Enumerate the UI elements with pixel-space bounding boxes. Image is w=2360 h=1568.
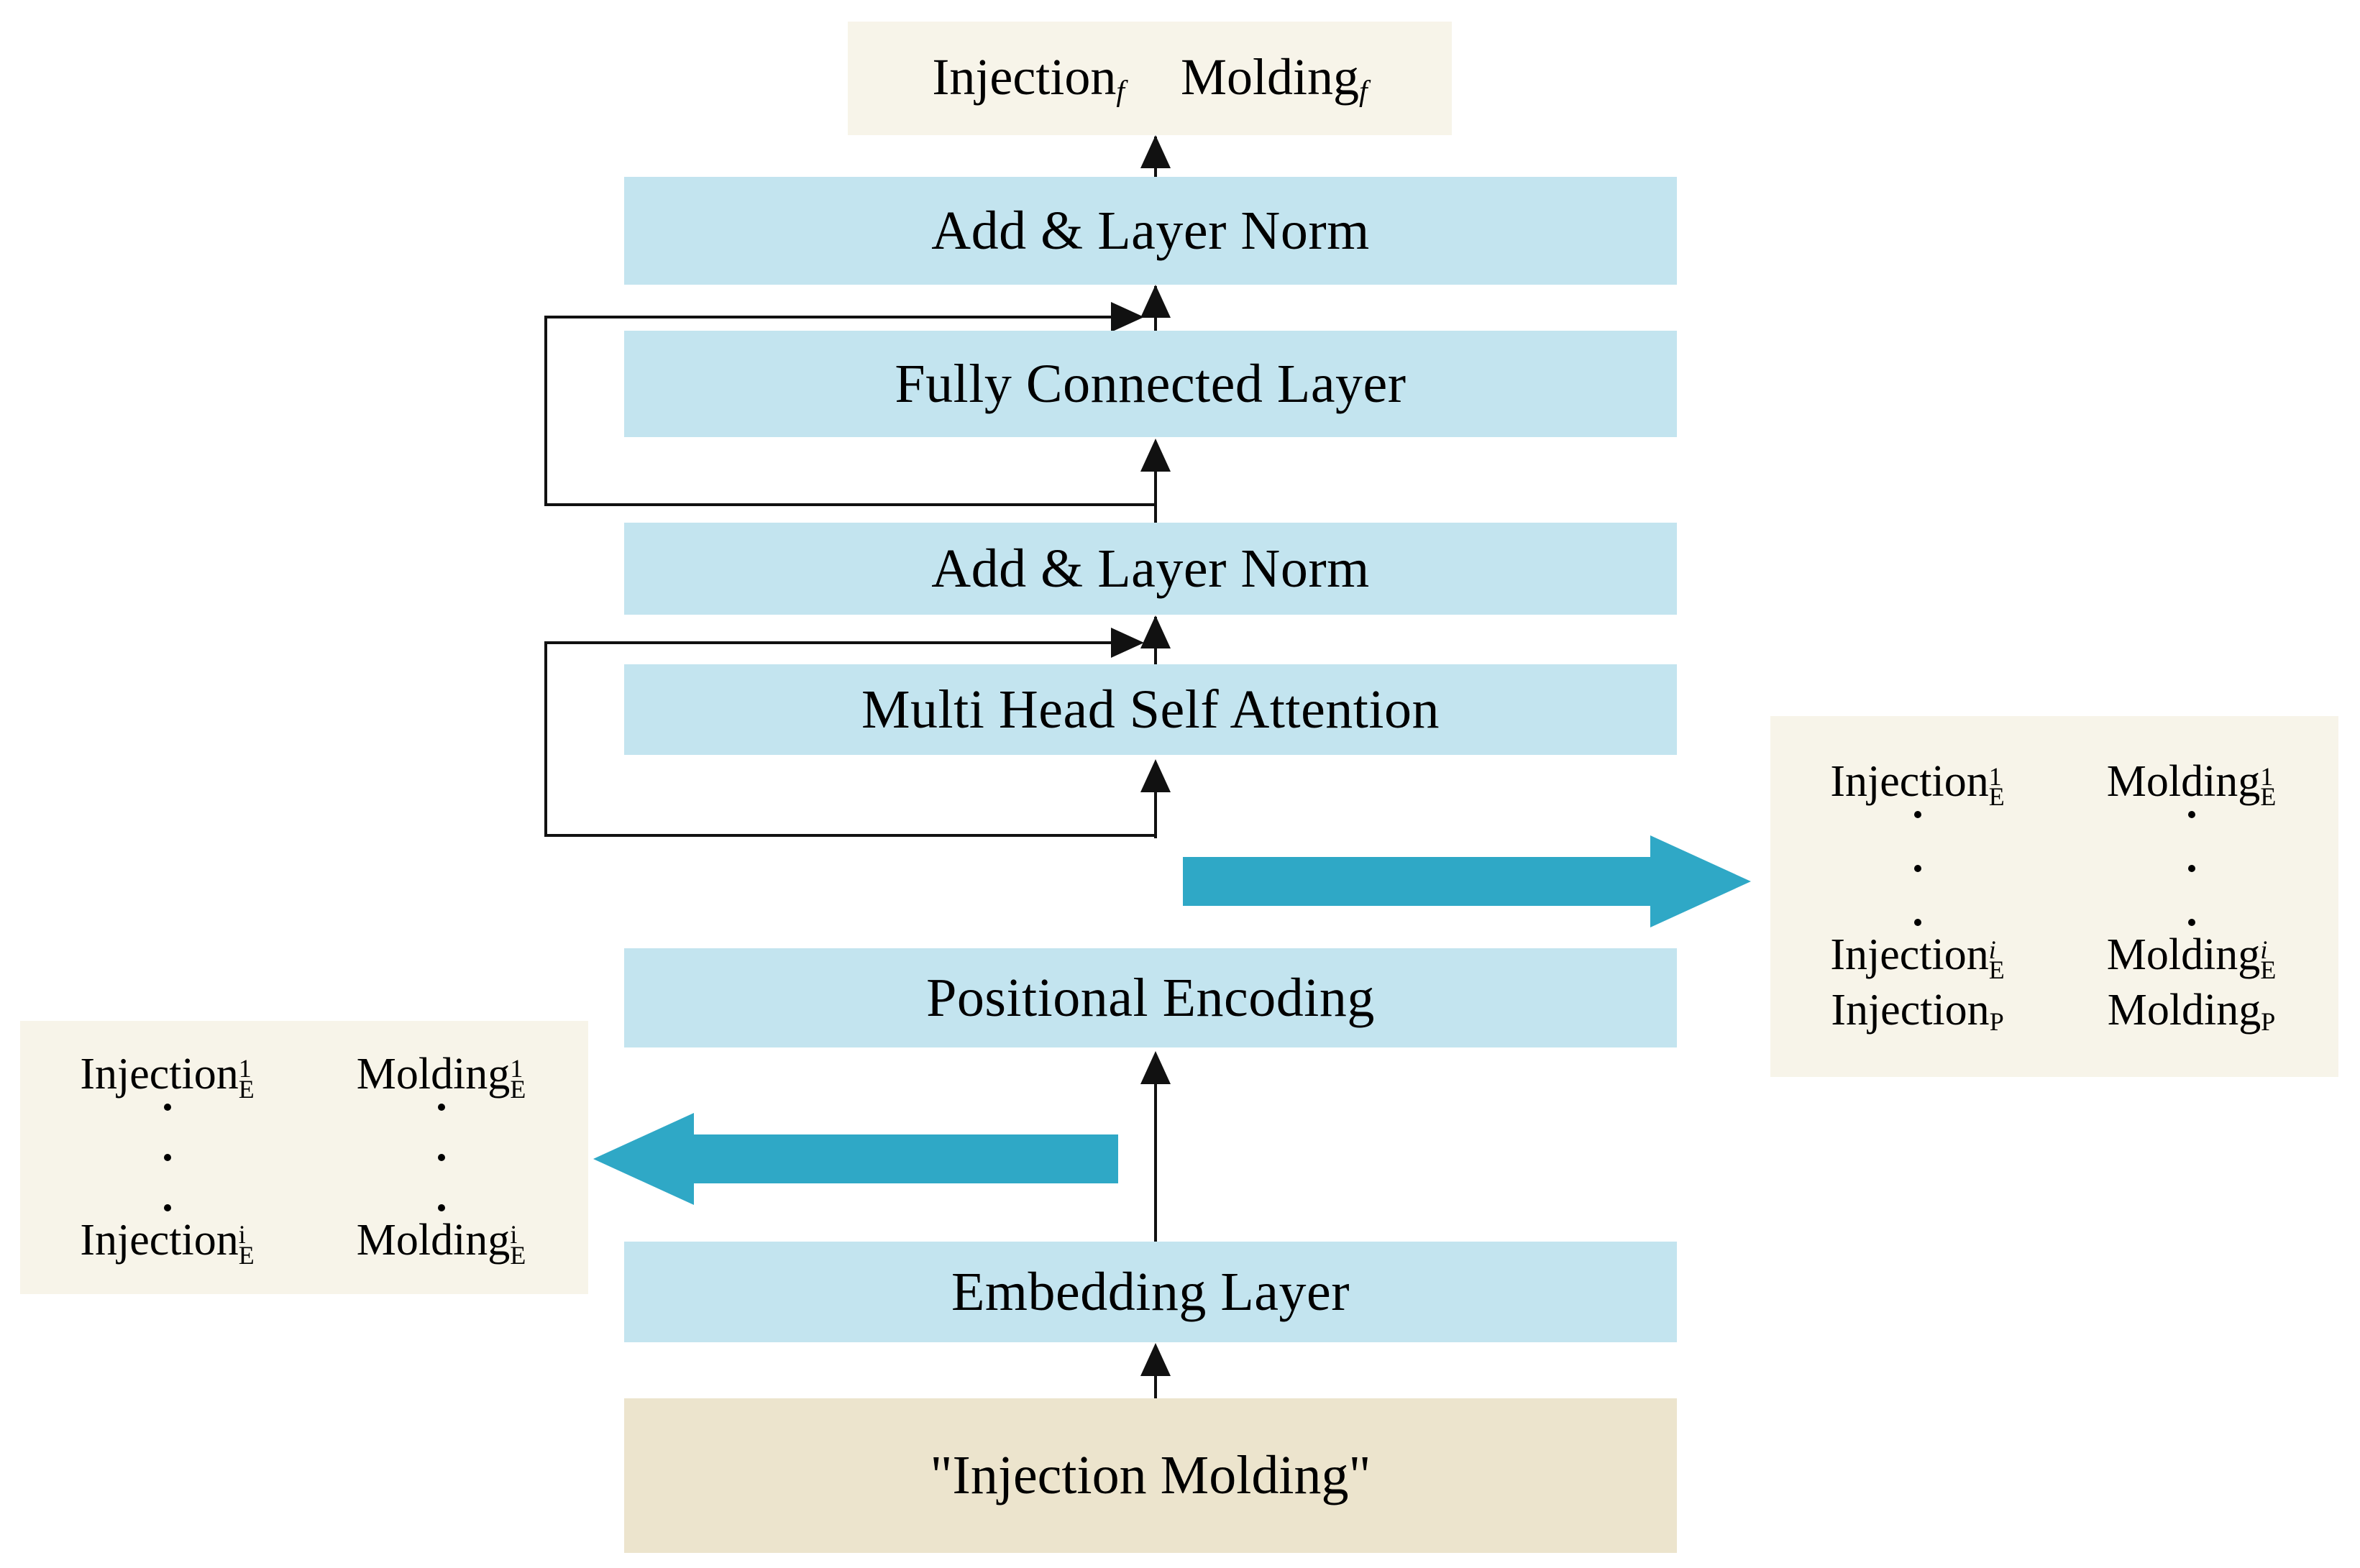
superscript: i bbox=[238, 1220, 246, 1250]
output-token-injection-subscript: f bbox=[1116, 75, 1125, 109]
ellipsis-dot bbox=[2187, 811, 2195, 819]
connector-input-to-embedding bbox=[1154, 1375, 1157, 1407]
arrow-posenc-to-attention-head bbox=[1140, 759, 1171, 792]
ellipsis-dot bbox=[2187, 865, 2195, 873]
subscript: E bbox=[510, 1241, 526, 1270]
arrow-residual-attention-head bbox=[1111, 628, 1144, 658]
layer-embedding[interactable]: Embedding Layer bbox=[624, 1242, 1677, 1342]
connector-addnorm-to-fc bbox=[1154, 503, 1157, 525]
connector-addnorm-to-fc-upper bbox=[1154, 471, 1157, 507]
subscript: E bbox=[238, 1075, 255, 1104]
ellipsis-dot bbox=[2187, 919, 2195, 927]
layer-add-layer-norm-top[interactable]: Add & Layer Norm bbox=[624, 177, 1677, 285]
subscript: E bbox=[2260, 955, 2277, 985]
teal-arrow-right bbox=[1183, 835, 1751, 927]
superscript: i bbox=[2260, 935, 2268, 964]
layer-fully-connected[interactable]: Fully Connected Layer bbox=[624, 331, 1677, 437]
arrow-input-to-embedding-head bbox=[1140, 1343, 1171, 1376]
output-token-box: Injectionf Moldingf bbox=[848, 22, 1452, 135]
input-text-box[interactable]: "Injection Molding" bbox=[624, 1398, 1677, 1553]
superscript: 1 bbox=[238, 1054, 252, 1083]
residual-attention-left-segment bbox=[544, 641, 547, 837]
ellipsis-dot bbox=[1913, 865, 1921, 873]
arrow-addnorm-to-output-head bbox=[1140, 135, 1171, 168]
layer-add-layer-norm-bottom[interactable]: Add & Layer Norm bbox=[624, 523, 1677, 615]
residual-attention-top-segment bbox=[544, 641, 1112, 644]
residual-fc-bottom-segment bbox=[544, 503, 1154, 506]
subscript: P bbox=[1989, 1007, 2004, 1036]
output-token-injection: Injectionf bbox=[932, 48, 1125, 109]
arrow-addnorm-to-fc-head bbox=[1140, 439, 1171, 472]
arrow-embedding-to-posenc-head bbox=[1140, 1051, 1171, 1084]
output-token-molding-subscript: f bbox=[1358, 75, 1368, 109]
positional-cell: MoldingP bbox=[2107, 986, 2276, 1036]
ellipsis-dot bbox=[163, 1104, 171, 1111]
arrow-attention-to-addnorm-head bbox=[1140, 615, 1171, 648]
superscript: 1 bbox=[2260, 761, 2274, 791]
subscript: E bbox=[510, 1075, 526, 1104]
ellipsis-dot bbox=[1913, 811, 1921, 819]
panel-row: InjectionP MoldingP bbox=[1780, 985, 2328, 1037]
vertical-ellipsis bbox=[1780, 797, 2054, 940]
residual-fc-left-segment bbox=[544, 316, 547, 506]
subscript: E bbox=[1988, 955, 2005, 985]
subscript: E bbox=[238, 1241, 255, 1270]
vertical-ellipsis-row bbox=[30, 1100, 578, 1215]
connector-embedding-to-posenc bbox=[1154, 1083, 1157, 1242]
superscript: 1 bbox=[1988, 761, 2002, 791]
superscript: 1 bbox=[510, 1054, 523, 1083]
vertical-ellipsis bbox=[2054, 797, 2328, 940]
ellipsis-dot bbox=[1913, 919, 1921, 927]
arrow-residual-fc-head bbox=[1111, 302, 1144, 332]
connector-posenc-to-attention bbox=[1154, 791, 1157, 838]
arrow-fc-to-addnorm-head bbox=[1140, 285, 1171, 318]
ellipsis-dot bbox=[437, 1154, 445, 1161]
ellipsis-dot bbox=[437, 1104, 445, 1111]
output-token-molding: Moldingf bbox=[1180, 48, 1368, 109]
teal-arrow-left bbox=[593, 1113, 1118, 1205]
subscript: E bbox=[1988, 782, 2005, 812]
subscript: P bbox=[2261, 1007, 2276, 1036]
layer-positional-encoding[interactable]: Positional Encoding bbox=[624, 948, 1677, 1047]
superscript: i bbox=[510, 1220, 518, 1250]
vertical-ellipsis bbox=[304, 1091, 578, 1224]
vertical-ellipsis bbox=[30, 1091, 304, 1224]
residual-attention-bottom-segment bbox=[544, 834, 1154, 837]
layer-multi-head-self-attention[interactable]: Multi Head Self Attention bbox=[624, 664, 1677, 755]
superscript: i bbox=[1988, 935, 1996, 964]
ellipsis-dot bbox=[437, 1204, 445, 1211]
ellipsis-dot bbox=[163, 1154, 171, 1161]
vertical-ellipsis-row bbox=[1780, 807, 2328, 930]
ellipsis-dot bbox=[163, 1204, 171, 1211]
positional-cell: InjectionP bbox=[1831, 986, 2004, 1036]
subscript: E bbox=[2260, 782, 2277, 812]
residual-fc-top-segment bbox=[544, 316, 1112, 318]
